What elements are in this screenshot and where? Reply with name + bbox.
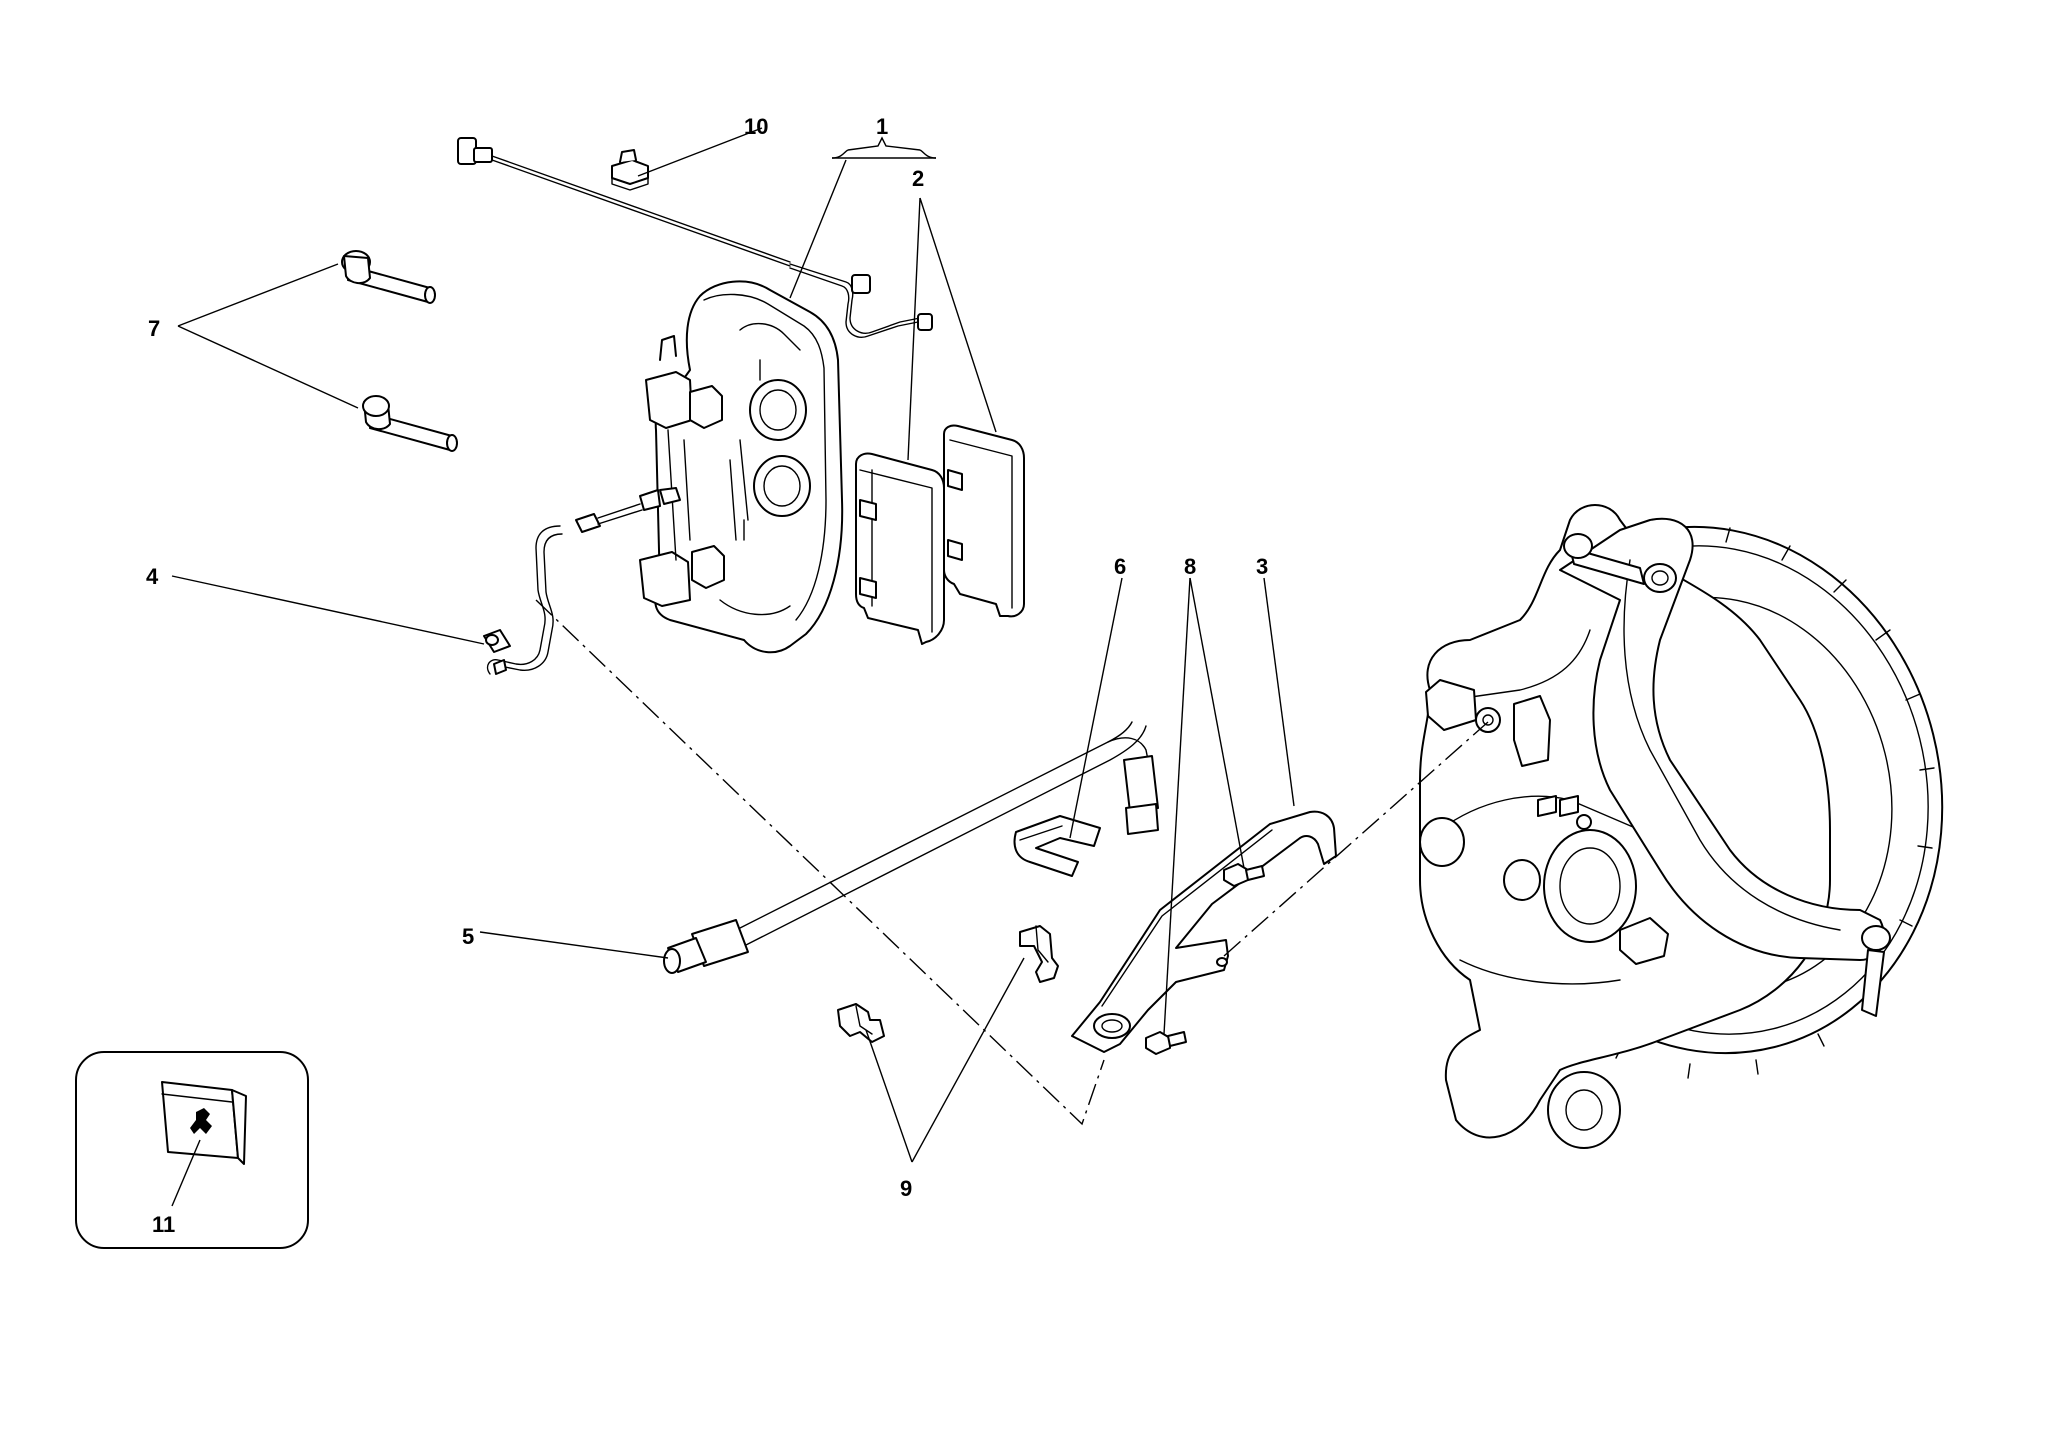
callout-9: 9 bbox=[900, 1176, 912, 1201]
caliper-bolt-lower bbox=[362, 395, 458, 452]
callout-2: 2 bbox=[912, 166, 924, 191]
callout-6: 6 bbox=[1114, 554, 1126, 579]
bracket-bolt-lower bbox=[1145, 1031, 1187, 1055]
badge-inset bbox=[75, 1051, 309, 1249]
spring-clip-lower bbox=[837, 1003, 885, 1043]
callout-5: 5 bbox=[462, 924, 474, 949]
callout-1: 1 bbox=[876, 114, 888, 139]
wear-sensor-cable bbox=[457, 137, 933, 338]
assembly-centreline bbox=[535, 599, 1105, 1126]
callout-4: 4 bbox=[146, 564, 159, 589]
brake-line-fitting bbox=[575, 503, 643, 533]
callout-10: 10 bbox=[744, 114, 768, 139]
brake-pipe bbox=[483, 525, 563, 675]
leader-lines bbox=[171, 127, 1295, 1207]
callout-8: 8 bbox=[1184, 554, 1196, 579]
mounting-bracket bbox=[1071, 810, 1337, 1053]
sensor-clip bbox=[611, 149, 649, 191]
caliper-bolt-upper bbox=[341, 250, 436, 304]
bracket-centreline bbox=[1223, 721, 1489, 957]
callout-3: 3 bbox=[1256, 554, 1268, 579]
bracket-bolt-upper bbox=[1223, 863, 1265, 887]
wheel-hub-brake-disc bbox=[1419, 504, 1944, 1149]
callout-7: 7 bbox=[148, 316, 160, 341]
spring-clip-upper bbox=[1019, 925, 1059, 983]
prancing-horse-badge-icon bbox=[161, 1081, 247, 1165]
callout-11: 11 bbox=[152, 1212, 175, 1237]
brake-pad-inner bbox=[855, 452, 945, 645]
brake-caliper bbox=[639, 280, 844, 654]
flexible-hose bbox=[663, 721, 1159, 974]
hose-clip bbox=[1013, 815, 1101, 877]
brake-pad-outer bbox=[943, 424, 1025, 618]
